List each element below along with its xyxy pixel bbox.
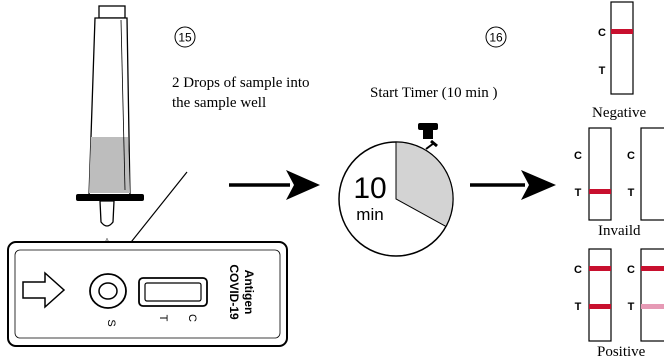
positive-strip-1-test-line: [589, 304, 611, 309]
flow-arrow-1-head: [286, 170, 320, 200]
invalid-result-label: Invaild: [598, 223, 641, 239]
step-15-number: 15: [178, 31, 192, 45]
step-16-number: 16: [489, 31, 503, 45]
positive-strip-2-faint-test-line: [641, 304, 664, 309]
step-15-circle: [174, 26, 196, 48]
step-16-circle: [485, 26, 507, 48]
stopwatch-stem: [423, 129, 433, 139]
positive-strip-2-control-line: [641, 266, 664, 271]
step-15-instruction-line2: the sample well: [172, 95, 266, 111]
tube-reflection-line: [120, 19, 126, 191]
tube-collar: [76, 194, 144, 201]
cassette-test-label: T: [157, 315, 169, 322]
positive-strip-1-control-line: [589, 266, 611, 271]
positive-c1-label: C: [574, 264, 582, 276]
tube-cap: [98, 5, 126, 19]
sample-tube: [76, 5, 144, 227]
invalid-c1-label: C: [574, 150, 582, 162]
step-16-instruction: Start Timer (10 min ): [370, 85, 498, 101]
invalid-c2-label: C: [627, 150, 635, 162]
result-window-inner: [144, 282, 202, 302]
result-negative: C T Negative: [592, 1, 646, 121]
stopwatch-icon: 10 min: [338, 123, 454, 257]
positive-result-label: Positive: [597, 344, 646, 358]
negative-strip: [610, 1, 634, 95]
positive-t1-label: T: [575, 301, 582, 313]
tube-sample-liquid: [89, 137, 130, 193]
test-cassette: S T C COVID-19 Antigen: [7, 241, 288, 347]
flow-arrow-2-head: [521, 170, 556, 200]
cassette-inner-frame: [14, 249, 281, 339]
negative-result-label: Negative: [592, 105, 646, 121]
timer-unit: min: [356, 205, 383, 224]
invalid-t2-label: T: [628, 187, 635, 199]
sample-well-inner: [98, 282, 118, 300]
step-16-marker: 16: [485, 26, 507, 48]
invalid-t1-label: T: [575, 187, 582, 199]
tube-nozzle: [99, 200, 115, 227]
positive-strip-2: [640, 248, 664, 342]
negative-c-label: C: [598, 27, 606, 39]
stopwatch-side-button-cap: [430, 139, 438, 148]
positive-t2-label: T: [628, 301, 635, 313]
sample-well-label: S: [105, 319, 117, 326]
flow-direction-arrow-icon: [22, 271, 66, 309]
result-invalid: C T C T Invaild: [574, 127, 664, 239]
invalid-strip-1-test-line: [589, 189, 611, 194]
cassette-brand-line1: COVID-19: [227, 264, 241, 320]
positive-strip-1: [588, 248, 612, 342]
step-15-instruction-line1: 2 Drops of sample into: [172, 75, 309, 91]
positive-c2-label: C: [627, 264, 635, 276]
stopwatch-elapsed-wedge: [395, 141, 454, 228]
stopwatch-crown: [418, 123, 438, 130]
step-15-marker: 15: [174, 26, 196, 48]
timer-value: 10: [353, 172, 386, 205]
invalid-strip-1: [588, 127, 612, 221]
negative-control-line: [611, 29, 633, 34]
cassette-control-label: C: [186, 314, 198, 322]
result-positive: C T C T Positive: [574, 248, 664, 360]
cassette-brand-line2: Antigen: [242, 270, 256, 315]
negative-t-label: T: [599, 65, 606, 77]
invalid-strip-2: [640, 127, 664, 221]
